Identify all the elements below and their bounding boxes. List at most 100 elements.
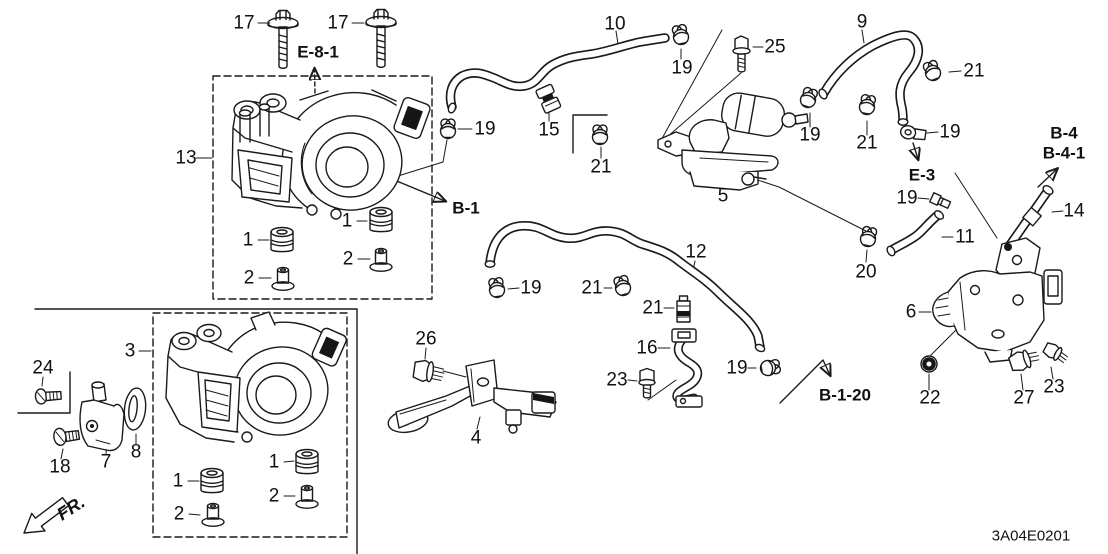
part-label-11-16: 11 <box>955 227 975 248</box>
hose-9-drawing <box>818 30 924 126</box>
nut-22-drawing <box>920 355 938 373</box>
part-label-18-36: 18 <box>49 457 70 478</box>
bolt-23-right-drawing <box>1042 342 1069 364</box>
clamp-19-drawing <box>670 23 691 47</box>
seal-8-drawing <box>123 387 147 431</box>
clamp-21-drawing <box>611 273 633 298</box>
stay-16-drawing <box>671 328 703 408</box>
bracket-4-drawing <box>387 359 557 434</box>
part-label-13-7: 13 <box>175 148 196 169</box>
grommet-1-drawing <box>295 448 319 475</box>
part-label-4-40: 4 <box>471 428 482 449</box>
part-label-1-21: 1 <box>243 230 254 251</box>
part-label-25-4: 25 <box>764 37 785 58</box>
hose-12-drawing <box>484 221 766 353</box>
clamp-19-drawing <box>439 118 457 140</box>
throttle-body-upper-drawing <box>231 89 431 220</box>
bracket-part-24 <box>17 371 71 414</box>
part-label-19-15: 19 <box>896 188 917 209</box>
ref-label-b-1-1: B-1 <box>452 199 479 218</box>
long-leader-lines <box>397 29 998 401</box>
arrow-to-e3 <box>913 142 918 159</box>
grommet-1-drawing <box>369 206 393 233</box>
grommet-1-drawing <box>200 467 224 494</box>
fr-label: FR. <box>53 492 88 525</box>
bolt-17-drawing <box>267 9 299 69</box>
part-label-20-18: 20 <box>855 262 876 283</box>
collar-2-drawing <box>295 484 319 509</box>
part-label-1-41: 1 <box>173 471 184 492</box>
bolt-17-drawing <box>365 8 397 68</box>
part-label-21-25: 21 <box>581 278 602 299</box>
part-label-19-12: 19 <box>939 122 960 143</box>
part-label-23-33: 23 <box>1043 377 1064 398</box>
ref-label-e-8-1-0: E-8-1 <box>297 43 339 62</box>
part-label-21-26: 21 <box>642 298 663 319</box>
fr-arrow-icon <box>23 497 70 534</box>
part-label-2-42: 2 <box>174 504 185 525</box>
bolt-23-left-drawing <box>638 367 656 399</box>
clamp-19-drawing <box>758 357 782 378</box>
pipe-14-drawing <box>1005 185 1054 250</box>
group-hoses <box>445 30 1054 353</box>
part-label-5-14: 5 <box>718 186 729 207</box>
part-label-1-20: 1 <box>342 211 353 232</box>
collar-2-drawing <box>201 502 225 527</box>
diagram-code: 3A04E0201 <box>992 528 1070 545</box>
collar-2-drawing <box>271 266 295 291</box>
joint-21-drawing <box>676 295 691 323</box>
part-label-17-1: 17 <box>327 13 348 34</box>
arrow-to-b120 <box>779 359 830 404</box>
sensor-7-drawing <box>79 381 125 452</box>
part-label-1-43: 1 <box>269 452 280 473</box>
bracket-6-drawing <box>932 237 1063 363</box>
ref-label-b-4-1-3: B-4-1 <box>1043 144 1086 163</box>
part-label-8-38: 8 <box>131 442 142 463</box>
part-label-19-8: 19 <box>474 119 495 140</box>
part-label-22-31: 22 <box>919 388 940 409</box>
part-label-21-6: 21 <box>963 61 984 82</box>
dashed-box-assembly-13 <box>212 75 433 300</box>
collar-2-drawing <box>369 247 393 272</box>
part-label-19-24: 19 <box>520 278 541 299</box>
screw-24-drawing <box>34 388 62 405</box>
throttle-body-lower-drawing <box>165 311 347 443</box>
grommet-1-drawing <box>270 226 294 253</box>
part-label-2-23: 2 <box>244 268 255 289</box>
clamp-21-drawing <box>921 58 944 84</box>
ref-label-b-4-2: B-4 <box>1050 124 1078 143</box>
part-label-9-3: 9 <box>857 12 868 33</box>
ref-label-b-1-20-5: B-1-20 <box>819 386 871 405</box>
part-label-15-9: 15 <box>538 120 559 141</box>
part-label-7-37: 7 <box>101 452 112 473</box>
part-label-17-0: 17 <box>233 13 254 34</box>
bolt-27-drawing <box>1008 349 1040 372</box>
part-label-23-28: 23 <box>606 370 627 391</box>
part-label-2-44: 2 <box>269 486 280 507</box>
part-label-27-32: 27 <box>1013 388 1034 409</box>
part-label-3-34: 3 <box>125 341 136 362</box>
clamp-19-drawing <box>487 276 507 300</box>
part-label-10-2: 10 <box>604 14 625 35</box>
part-label-6-30: 6 <box>906 302 917 323</box>
clamp-19-drawing <box>797 85 820 111</box>
part-label-19-29: 19 <box>726 358 747 379</box>
label-leader-dashes <box>41 22 1064 516</box>
clamp-21-drawing <box>857 93 878 117</box>
part-label-21-11: 21 <box>856 133 877 154</box>
part-label-16-27: 16 <box>636 338 657 359</box>
part-label-14-17: 14 <box>1063 201 1085 222</box>
group-boxes <box>17 75 608 554</box>
fitting-19-drawing <box>929 192 952 209</box>
part-label-24-35: 24 <box>32 358 54 379</box>
arrow-to-b4 <box>1037 169 1057 188</box>
screw-18-drawing <box>53 427 81 447</box>
part-label-21-10: 21 <box>590 157 611 178</box>
clamp-21-drawing <box>591 124 609 146</box>
section-divider-line <box>34 308 358 554</box>
bracket-part-21 <box>572 114 608 154</box>
fr-indicator: FR. <box>23 492 89 534</box>
